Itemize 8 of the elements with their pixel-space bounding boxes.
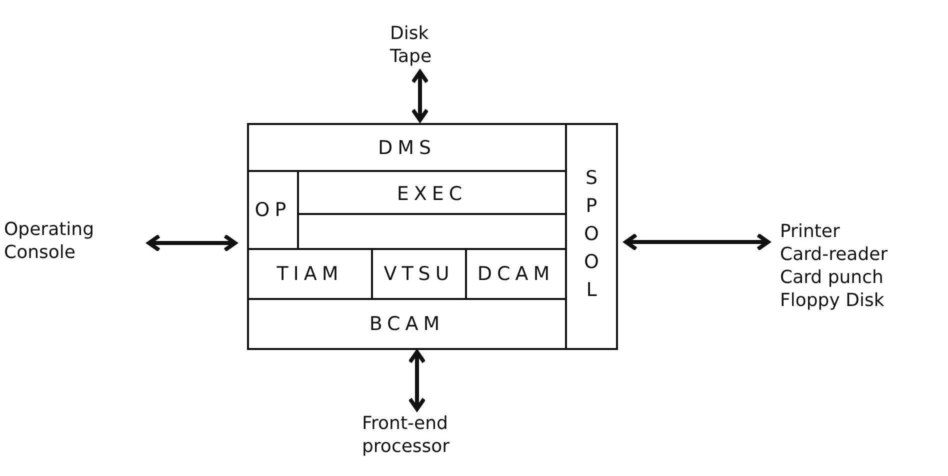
device-label: Disk Tape <box>390 22 450 70</box>
double-headed-arrow <box>411 70 429 122</box>
double-headed-arrow <box>408 350 426 411</box>
device-label: Printer Card-reader Card punch Floppy Disk <box>780 220 910 320</box>
double-headed-arrow <box>147 234 237 252</box>
device-label: Front-end processor <box>362 412 472 462</box>
device-label: Operating Console <box>4 218 119 268</box>
double-headed-arrow <box>624 233 770 251</box>
